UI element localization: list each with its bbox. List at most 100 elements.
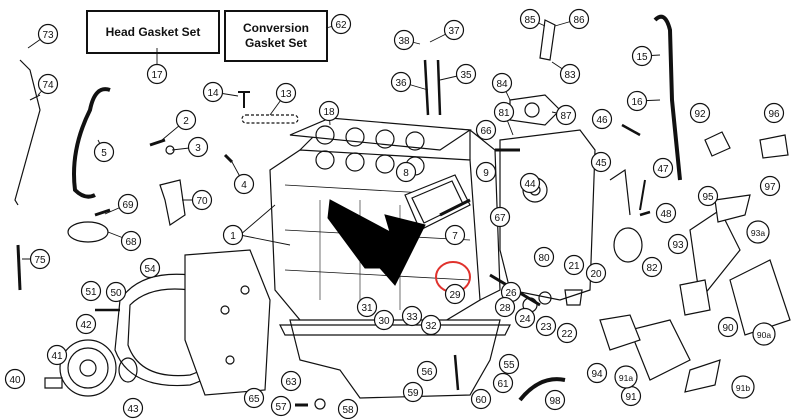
front-plate [499,129,596,301]
rubber-96 [759,134,789,159]
callout-21: 21 [563,254,585,276]
callout-label: 23 [540,322,552,333]
callout-51: 51 [80,280,102,302]
callout-circle [233,173,255,195]
callout-65: 65 [243,387,265,409]
callout-29: 29 [444,283,466,305]
callout-3: 3 [187,136,209,158]
callout-46: 46 [591,108,613,130]
callout-circle [202,81,224,103]
callout-circle [330,13,352,35]
callout-circle [444,224,466,246]
callout-35: 35 [455,63,477,85]
callout-38: 38 [393,29,415,51]
callout-90a: 90a [752,322,776,346]
callout-circle [401,305,423,327]
callout-93a: 93a [746,220,770,244]
callout-label: 21 [568,261,580,272]
callout-94: 94 [586,362,608,384]
callout-circle [243,387,265,409]
callout-circle [402,381,424,403]
callout-86: 86 [568,8,590,30]
dipstick [14,59,41,206]
callout-73: 73 [37,23,59,45]
callout-label: 40 [9,375,21,386]
callout-label: 68 [125,237,137,248]
callout-label: 69 [122,200,134,211]
callout-label: 50 [110,288,122,299]
callout-label: 86 [573,15,585,26]
callout-circle [731,375,755,399]
callout-label: 46 [596,115,608,126]
callout-circle [689,102,711,124]
callout-60: 60 [470,388,492,410]
callout-74: 74 [37,73,59,95]
callout-33: 33 [401,305,423,327]
callout-circle [117,193,139,215]
callout-42: 42 [75,313,97,335]
callout-label: 58 [342,405,354,416]
part-2 [149,138,166,147]
callout-9: 9 [475,161,497,183]
arm-45 [609,168,631,216]
callout-label: 3 [195,143,201,154]
callout-label: 31 [361,303,373,314]
callout-80: 80 [533,246,555,268]
plate-92 [704,131,731,157]
bolt-40 [44,377,63,389]
callout-label: 65 [248,394,260,405]
callout-circle [717,316,739,338]
callout-label: 8 [403,168,409,179]
callout-circle [614,365,638,389]
callout-circle [444,283,466,305]
callout-label: 87 [560,111,572,122]
callout-circle [535,315,557,337]
callout-circle [631,45,653,67]
callout-66: 66 [475,119,497,141]
callout-circle [4,368,26,390]
fitting-69 [94,208,111,217]
callout-20: 20 [585,262,607,284]
strap-98 [518,377,566,402]
callout-circle [519,172,541,194]
callout-44: 44 [519,172,541,194]
callout-7: 7 [444,224,466,246]
breather-pipe [72,87,111,199]
bolt-46 [621,123,641,137]
callout-48: 48 [655,202,677,224]
callout-4: 4 [233,173,255,195]
callout-circle [393,29,415,51]
callout-label: 83 [564,70,576,81]
callout-58: 58 [337,398,359,419]
callout-circle [373,309,395,331]
callout-label: 17 [151,70,163,81]
callout-circle [591,108,613,130]
callout-label: 22 [561,329,573,340]
callout-label: 63 [285,377,297,388]
callout-32: 32 [420,314,442,336]
callout-70: 70 [191,189,213,211]
callout-circle [492,372,514,394]
callout-circle [443,19,465,41]
callout-90: 90 [717,316,739,338]
callout-45: 45 [590,151,612,173]
callout-label: 74 [42,80,54,91]
callout-label: 16 [631,97,643,108]
callout-label: 97 [764,182,776,193]
callout-label: 14 [207,88,219,99]
callout-2: 2 [175,109,197,131]
callout-circle [626,90,648,112]
callout-label: 90 [722,323,734,334]
callout-label: 4 [241,180,247,191]
callout-57: 57 [270,395,292,417]
callout-circle [759,175,781,197]
callout-label: 35 [460,70,472,81]
callout-circle [652,157,674,179]
callout-label: 24 [519,314,531,325]
callout-circle [270,395,292,417]
callout-circle [493,101,515,123]
engine-block [269,119,501,331]
